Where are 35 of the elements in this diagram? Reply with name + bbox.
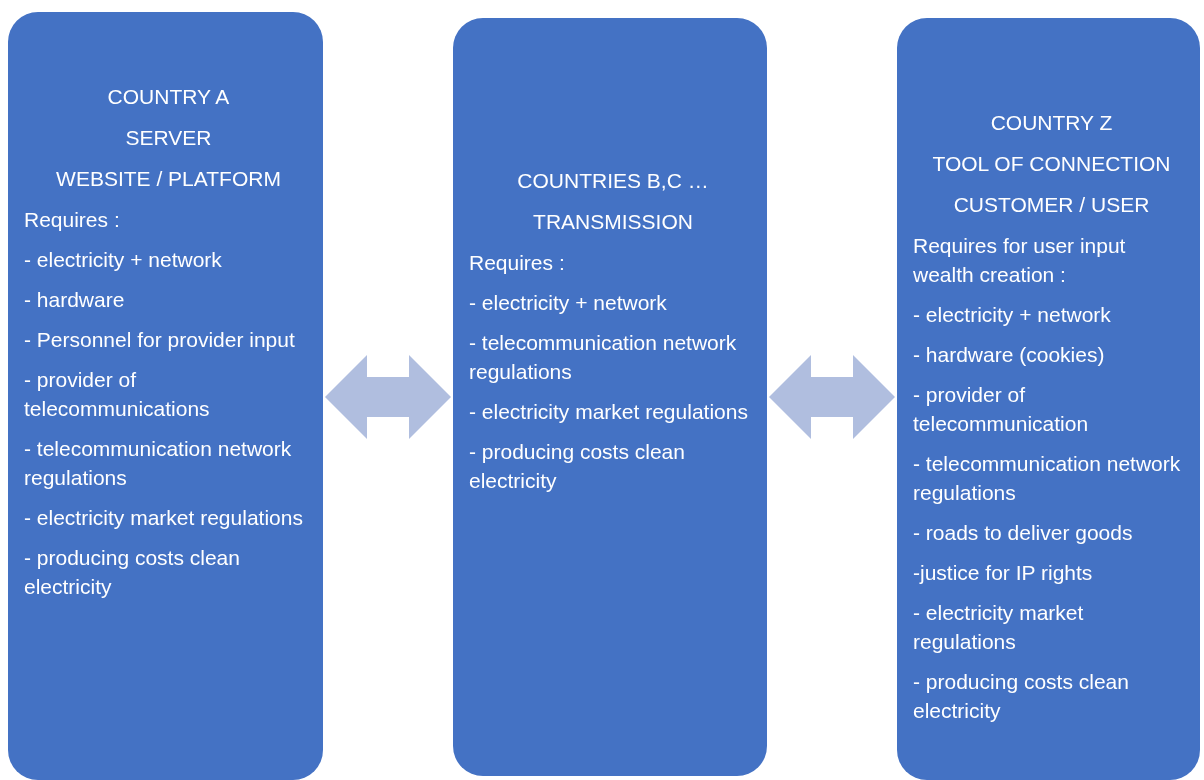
panel-heading: WEBSITE / PLATFORM [55,166,282,192]
requirement-item: - electricity market regulations [913,600,1085,655]
requirement-item: - roads to deliver goods [913,520,1134,546]
panel-heading: CUSTOMER / USER [952,192,1151,218]
country-panel [8,12,323,780]
requirement-item: - telecommunication network regulations [913,451,1182,506]
requirements-intro: Requires for user input wealth creation : [913,233,1127,288]
panel-heading: COUNTRY Z [989,110,1114,136]
panel-heading: TOOL OF CONNECTION [931,151,1172,177]
requirement-item: - telecommunication network regulations [469,330,738,385]
requirement-item: - Personnel for provider input [24,327,296,353]
requirement-item: - provider of telecommunication [913,382,1090,437]
double-arrow [769,355,895,439]
requirement-item: - producing costs clean electricity [24,545,241,600]
requirement-item: -justice for IP rights [913,560,1094,586]
requirement-item: - electricity + network [469,290,668,316]
requirement-item: - producing costs clean electricity [469,439,686,494]
requirement-item: - hardware (cookies) [913,342,1106,368]
double-arrow [325,355,451,439]
panel-heading: TRANSMISSION [532,209,694,235]
requirements-intro: Requires : [24,207,121,233]
requirement-item: - hardware [24,287,126,313]
requirements-intro: Requires : [469,250,566,276]
panel-heading: SERVER [124,125,213,151]
requirement-item: - producing costs clean electricity [913,669,1130,724]
requirement-item: - electricity + network [913,302,1112,328]
country-panel [453,18,767,776]
panel-heading: COUNTRIES B,C … [516,168,710,194]
panel-heading: COUNTRY A [106,84,231,110]
requirement-item: - electricity market regulations [24,505,304,531]
country-panel [897,18,1200,780]
requirement-item: - electricity market regulations [469,399,749,425]
requirement-item: - electricity + network [24,247,223,273]
requirement-item: - telecommunication network regulations [24,436,293,491]
requirement-item: - provider of telecommunications [24,367,211,422]
